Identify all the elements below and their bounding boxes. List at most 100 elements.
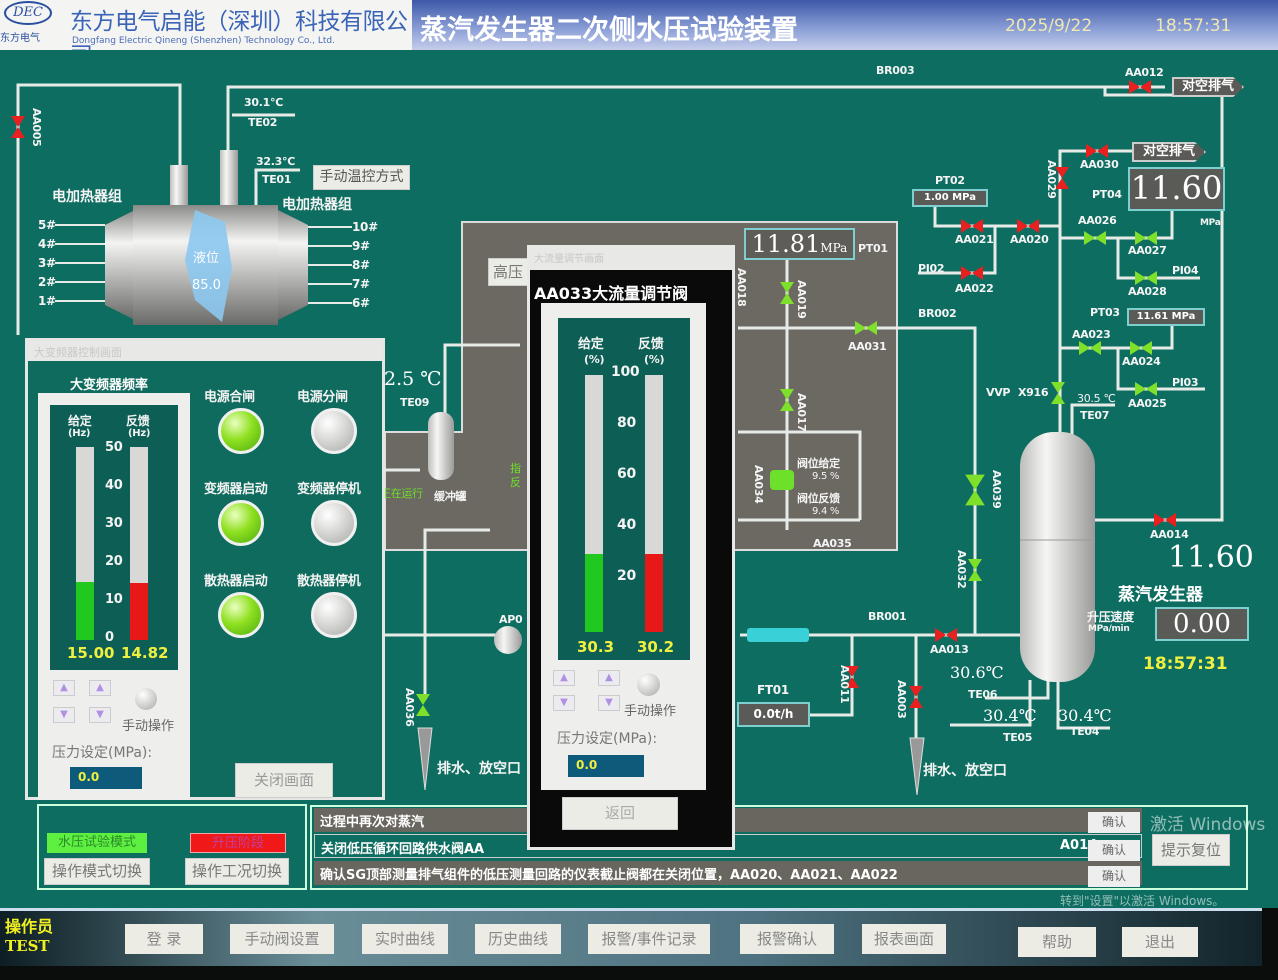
- valve-set-down-button[interactable]: ▼: [553, 695, 575, 711]
- valve-aa026-icon[interactable]: [1084, 231, 1106, 245]
- pt03-label: PT03: [1090, 306, 1120, 319]
- footer-button[interactable]: 手动阀设置: [230, 924, 334, 954]
- valve-aa022-icon[interactable]: [961, 266, 983, 280]
- valve-aa011-icon[interactable]: [845, 666, 859, 688]
- vfd-manual-toggle[interactable]: [134, 687, 158, 711]
- valve-scale-tick: 40: [617, 517, 636, 533]
- confirm-button[interactable]: 确认: [1088, 866, 1140, 887]
- high-pressure-button[interactable]: 高压: [488, 258, 528, 286]
- heater-number-right: 8#: [352, 258, 370, 272]
- indicator-light-on[interactable]: [218, 592, 264, 638]
- valve-set-up-button[interactable]: ▲: [553, 670, 575, 686]
- indicator-label: 电源合闸: [204, 390, 255, 405]
- footer-button[interactable]: 登 录: [125, 924, 203, 954]
- te09-label: TE09: [400, 396, 430, 409]
- valve-aa031-icon[interactable]: [855, 321, 877, 335]
- valve-aa021-icon[interactable]: [961, 219, 983, 233]
- footer-button[interactable]: 历史曲线: [475, 924, 561, 954]
- vfd-set-up-button[interactable]: ▲: [53, 680, 75, 696]
- valve-label: AA024: [1122, 355, 1161, 368]
- valve-aa023-icon[interactable]: [1079, 341, 1101, 355]
- pt04-display: 11.60: [1128, 167, 1225, 211]
- footer-button[interactable]: 帮助: [1018, 927, 1096, 957]
- indicator-light-off[interactable]: [311, 500, 357, 546]
- footer-button[interactable]: 报警/事件记录: [588, 924, 710, 954]
- vfd-scale-tick: 20: [105, 554, 123, 569]
- valve-aa030-icon[interactable]: [1086, 144, 1108, 158]
- heater-number-left: 4#: [38, 237, 56, 251]
- vfd-pressure-input[interactable]: 0.0: [70, 767, 142, 789]
- reset-prompt-button[interactable]: 提示复位: [1152, 834, 1230, 866]
- valve-label: AA030: [1080, 158, 1119, 171]
- vfd-fb-down-button[interactable]: ▼: [89, 707, 111, 723]
- buffer-tank: [428, 412, 454, 480]
- valve-aa012-icon[interactable]: [1129, 80, 1151, 94]
- vfd-fb-up-button[interactable]: ▲: [89, 680, 111, 696]
- vfd-gauge: [50, 405, 178, 670]
- valve-aa036-icon[interactable]: [416, 694, 430, 716]
- temp-control-mode-button[interactable]: 手动温控方式: [313, 165, 410, 190]
- te04-label: TE04: [1070, 725, 1100, 738]
- valve-aa024-icon[interactable]: [1130, 341, 1152, 355]
- valve-aa039-icon[interactable]: [965, 474, 985, 506]
- heater-number-right: 9#: [352, 239, 370, 253]
- valve-aa014-icon[interactable]: [1154, 513, 1176, 527]
- valve-fb-bar: [645, 375, 663, 632]
- indicator-light-on[interactable]: [218, 408, 264, 454]
- valve-aa019-icon[interactable]: [780, 282, 794, 304]
- sg-time: 18:57:31: [1143, 654, 1228, 674]
- valve-aa029-icon[interactable]: [1055, 167, 1069, 189]
- te07-value: 30.5 ℃: [1077, 392, 1116, 405]
- vfd-scale-tick: 0: [105, 630, 114, 645]
- mode-switch-button[interactable]: 操作模式切换: [44, 858, 150, 885]
- footer-button[interactable]: 报警确认: [740, 924, 834, 954]
- message-row: 确认SG顶部测量排气组件的低压测量回路的仪表截止阀都在关闭位置，AA020、AA…: [314, 861, 1142, 885]
- valve-aa017-icon[interactable]: [780, 389, 794, 411]
- valve-aa032-icon[interactable]: [968, 559, 982, 581]
- confirm-button[interactable]: 确认: [1088, 840, 1140, 861]
- valve-manual-toggle[interactable]: [636, 672, 661, 697]
- valve-fb-value: 30.2: [637, 638, 675, 656]
- pt01-label: PT01: [858, 242, 888, 255]
- operator-name: TEST: [5, 937, 50, 955]
- heater-number-right: 10#: [352, 220, 378, 234]
- control-valve-aa034-icon[interactable]: [770, 470, 794, 490]
- footer-button[interactable]: 实时曲线: [362, 924, 448, 954]
- mode-badge: 水压试验模式: [47, 833, 147, 853]
- valve-fb-up-button[interactable]: ▲: [598, 670, 620, 686]
- valve-label: AA012: [1125, 66, 1164, 79]
- valve-pressure-label: 压力设定(MPa):: [557, 731, 658, 747]
- header-time: 18:57:31: [1155, 16, 1232, 36]
- indicator-light-on[interactable]: [218, 500, 264, 546]
- pt02-label: PT02: [935, 174, 965, 187]
- valve-aa025-icon[interactable]: [1135, 382, 1157, 396]
- valve-aa013-icon[interactable]: [935, 628, 957, 642]
- valve-set-value: 30.3: [577, 638, 615, 656]
- vfd-set-down-button[interactable]: ▼: [53, 707, 75, 723]
- valve-fb-down-button[interactable]: ▼: [598, 695, 620, 711]
- heater-number-left: 1#: [38, 294, 56, 308]
- valve-label: AA022: [955, 282, 994, 295]
- vent-button-2[interactable]: 对空排气: [1132, 142, 1206, 162]
- footer-button[interactable]: 报表画面: [862, 924, 946, 954]
- te07-label: TE07: [1080, 409, 1110, 422]
- vent-button-1[interactable]: 对空排气: [1172, 77, 1244, 97]
- valve-aa003-icon[interactable]: [909, 686, 923, 708]
- running-status: 正在运行: [380, 487, 423, 500]
- close-window-button[interactable]: 关闭画面: [235, 763, 333, 798]
- confirm-button[interactable]: 确认: [1088, 812, 1140, 833]
- valve-aa027-icon[interactable]: [1135, 231, 1157, 245]
- valve-aa028-icon[interactable]: [1135, 271, 1157, 285]
- indicator-light-off[interactable]: [311, 408, 357, 454]
- footer-button[interactable]: 退出: [1122, 927, 1198, 957]
- valve-scale-tick: 20: [617, 568, 636, 584]
- te02-label: TE02: [248, 116, 278, 129]
- pi04-label: PI04: [1172, 264, 1199, 277]
- valve-aa020-icon[interactable]: [1017, 219, 1039, 233]
- indicator-light-off[interactable]: [311, 592, 357, 638]
- valve-aa005-icon[interactable]: [11, 116, 25, 138]
- stage-switch-button[interactable]: 操作工况切换: [185, 858, 289, 885]
- back-button[interactable]: 返回: [562, 797, 678, 830]
- valve-pressure-input[interactable]: 0.0: [568, 755, 644, 777]
- valve-x916-icon[interactable]: [1051, 382, 1065, 404]
